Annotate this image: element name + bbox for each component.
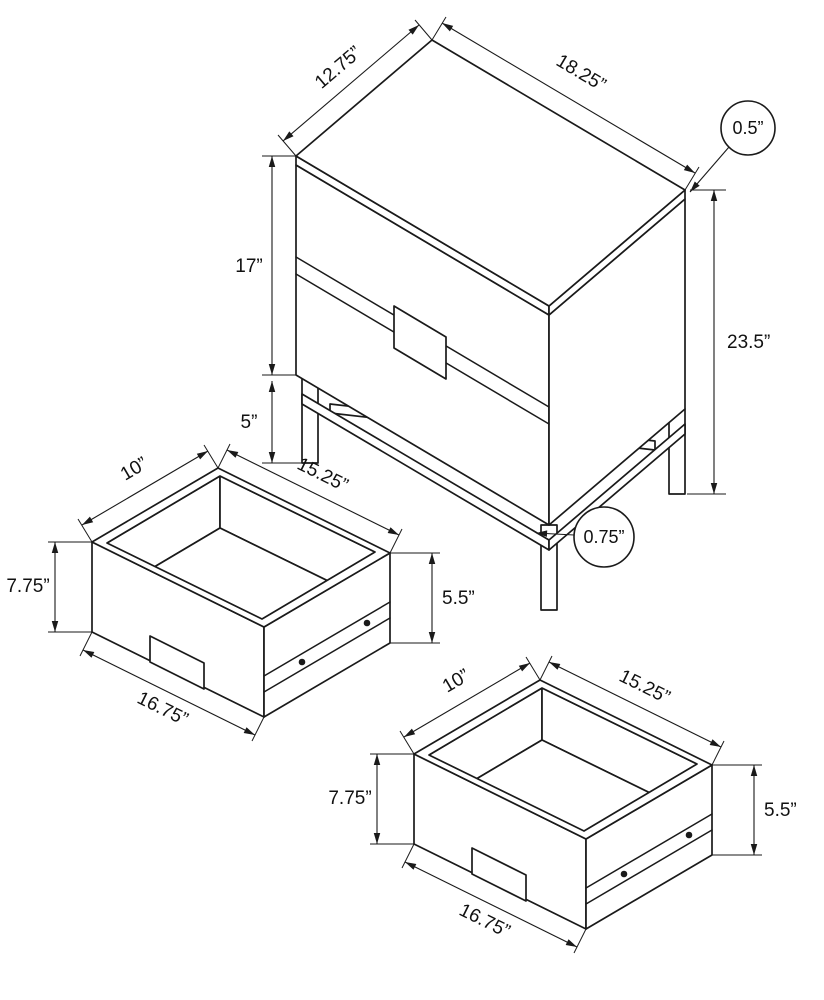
dim-label-cabinet-height: 17” (235, 256, 262, 277)
base-right-leg (668, 408, 686, 495)
dim-label-drawer1-front-width: 16.75” (134, 688, 192, 731)
base-left-leg (301, 374, 319, 464)
dim-label-top-depth: 12.75” (311, 42, 366, 93)
dim-label-drawer2-side-height: 5.5” (764, 800, 797, 821)
dim-label-top-width: 18.25” (552, 50, 609, 96)
dim-label-drawer1-depth: 15.25” (294, 454, 352, 497)
dim-label-drawer2-depth: 15.25” (616, 666, 674, 709)
dim-label-frame-tube: 0.75” (583, 527, 624, 547)
drawer-left-drawing (92, 468, 390, 717)
dim-label-top-thickness: 0.5” (732, 118, 763, 138)
drawer-right-drawing (414, 680, 712, 929)
dim-label-drawer1-width: 10” (117, 453, 151, 485)
dim-label-base-height: 5” (241, 412, 258, 433)
dim-label-drawer2-front-width: 16.75” (456, 900, 514, 943)
dim-label-overall-height: 23.5” (727, 332, 770, 353)
cabinet-handle (393, 305, 447, 380)
dim-label-drawer1-front-height: 7.75” (6, 576, 49, 597)
top-thickness-callout-circle (720, 100, 776, 156)
dim-label-drawer1-side-height: 5.5” (442, 588, 475, 609)
dim-label-drawer2-front-height: 7.75” (328, 788, 371, 809)
dim-label-drawer2-width: 10” (439, 665, 473, 697)
frame-tube-callout-circle (573, 506, 635, 568)
